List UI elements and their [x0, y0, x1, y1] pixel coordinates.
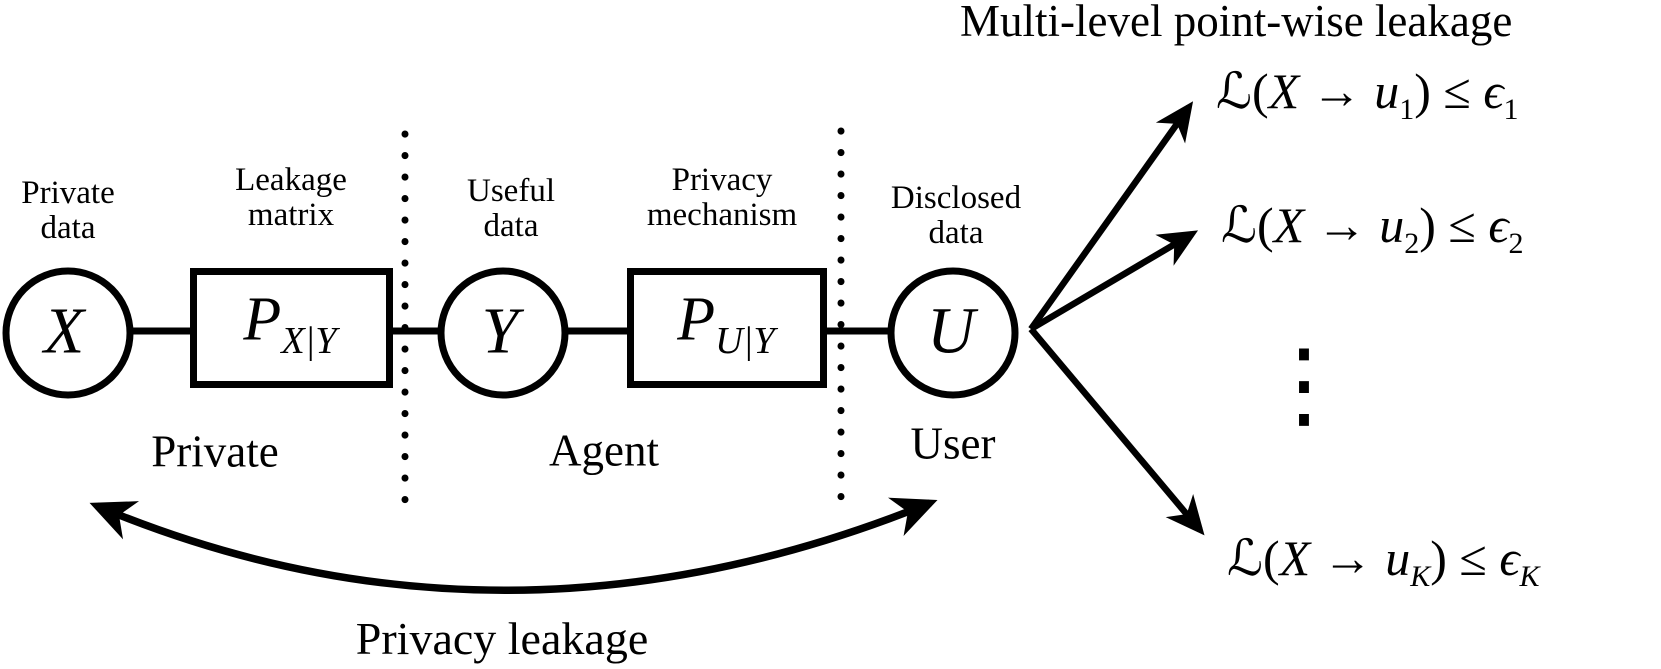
node-label-u: U [927, 294, 975, 368]
leakage-bound-2: ℒ(X → u2) ≤ ϵ2 [1221, 197, 1524, 260]
node-circle-u [887, 267, 1019, 399]
caption-private-data: Private data [21, 175, 115, 246]
node-circle-x [2, 267, 134, 399]
section-label-user: User [910, 418, 996, 469]
arrow-to-bound-1 [1028, 101, 1194, 331]
caption-privacy-mechanism: Privacy mechanism [646, 162, 798, 233]
arrow-to-bound-k [1028, 326, 1205, 536]
arrow-to-bound-2 [1029, 230, 1199, 332]
node-label-x: X [43, 294, 85, 368]
section-label-agent: Agent [549, 425, 659, 476]
node-box-privacy-mechanism [627, 268, 827, 388]
caption-leakage-matrix: Leakage matrix [235, 162, 347, 233]
node-box-leakage-matrix [190, 268, 393, 388]
diagram-title: Multi-level point-wise leakage [960, 0, 1513, 46]
caption-disclosed-data: Disclosed data [890, 180, 1022, 251]
node-label-leakage-matrix: PX|Y [243, 285, 337, 363]
privacy-leakage-label: Privacy leakage [355, 613, 649, 664]
node-circle-y [437, 267, 569, 399]
caption-useful-data: Useful data [467, 173, 555, 244]
leakage-bound-1: ℒ(X → u1) ≤ ϵ1 [1216, 63, 1519, 126]
privacy-leakage-arrow [89, 497, 938, 594]
node-label-y: Y [481, 294, 519, 368]
node-label-privacy-mechanism: PU|Y [677, 285, 775, 363]
vertical-ellipsis-icon: ⋮ [1256, 328, 1352, 440]
leakage-bound-k: ℒ(X → uK) ≤ ϵK [1227, 530, 1540, 593]
section-label-private: Private [151, 426, 279, 477]
